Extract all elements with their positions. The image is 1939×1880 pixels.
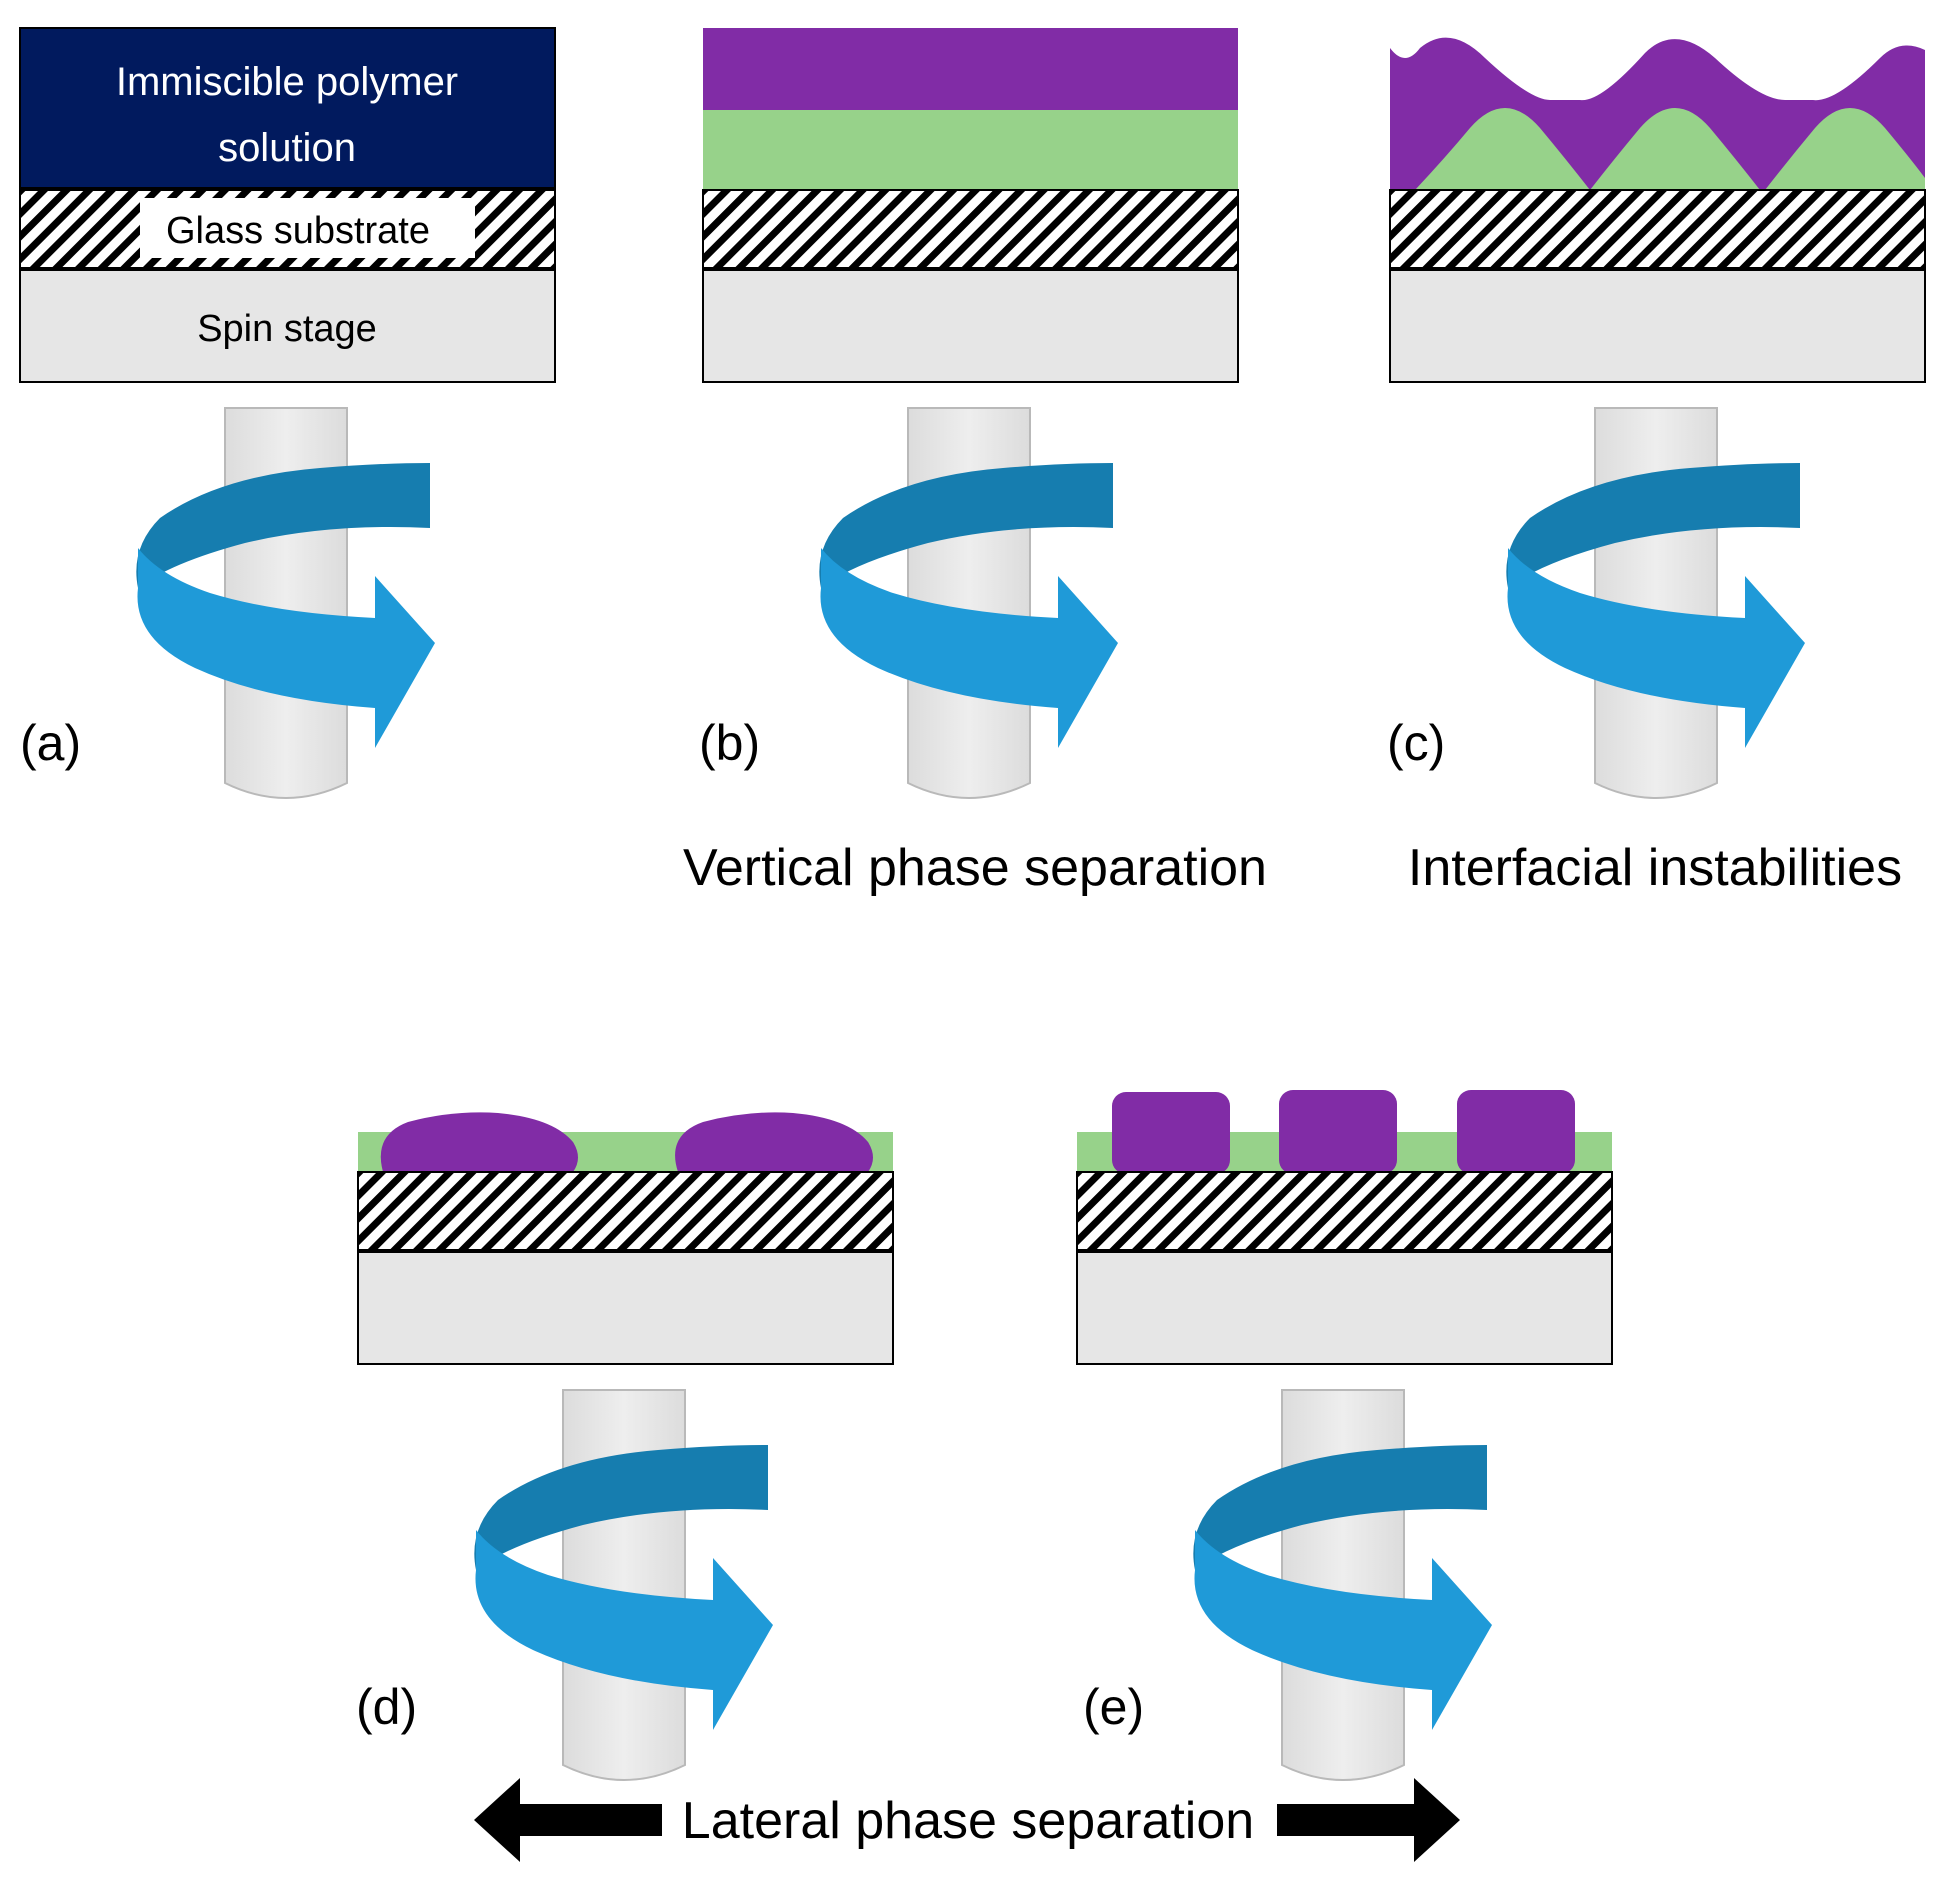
- left-arrow-icon: [474, 1778, 662, 1862]
- panel-letter-e: (e): [1083, 1679, 1144, 1735]
- substrate-label: Glass substrate: [166, 210, 430, 252]
- panel-letter-a: (a): [20, 715, 81, 771]
- purple-block-1: [1112, 1092, 1230, 1174]
- spin-stage: [1076, 1251, 1613, 1365]
- polymer-solution-layer: [19, 27, 556, 189]
- spin-stage: [357, 1251, 894, 1365]
- curved-rotation-arrow-icon: [1192, 1389, 1493, 1781]
- curved-rotation-arrow-icon: [135, 407, 436, 799]
- caption-interfacial-instabilities: Interfacial instabilities: [1408, 839, 1902, 897]
- spin-stage: [1389, 269, 1926, 383]
- panel-b: (b): [699, 28, 1239, 799]
- green-bump-3: [1765, 108, 1925, 190]
- spin-stage: [702, 269, 1239, 383]
- glass-substrate: [1076, 1171, 1613, 1251]
- green-bump-2: [1590, 108, 1760, 190]
- curved-rotation-arrow-icon: [473, 1389, 774, 1781]
- glass-substrate: [1389, 189, 1926, 269]
- green-bump-1: [1415, 108, 1590, 190]
- panel-c: (c): [1387, 37, 1926, 799]
- caption-vertical-phase-separation: Vertical phase separation: [683, 839, 1267, 897]
- stage-label: Spin stage: [197, 308, 377, 350]
- substrate-label-box: [140, 198, 475, 258]
- panel-letter-d: (d): [356, 1679, 417, 1735]
- right-arrow-icon: [1277, 1778, 1460, 1862]
- panel-a: Immiscible polymer solution Glass substr…: [19, 27, 556, 799]
- purple-polymer-layer: [703, 28, 1238, 110]
- panel-d: (d): [356, 1112, 894, 1781]
- purple-block-3: [1457, 1090, 1575, 1174]
- solution-label-line2: solution: [218, 126, 356, 170]
- purple-block-2: [1279, 1090, 1397, 1174]
- purple-droplet-1: [380, 1112, 578, 1172]
- curved-rotation-arrow-icon: [1505, 407, 1806, 799]
- solution-label-line1: Immiscible polymer: [116, 60, 458, 104]
- spin-stage: [19, 269, 556, 383]
- curved-rotation-arrow-icon: [818, 407, 1119, 799]
- green-polymer-layer: [703, 110, 1238, 190]
- panel-e: (e): [1076, 1090, 1613, 1781]
- purple-droplet-2: [675, 1112, 873, 1172]
- panel-letter-c: (c): [1387, 715, 1445, 771]
- glass-substrate: [702, 189, 1239, 269]
- caption-lateral-phase-separation: Lateral phase separation: [682, 1792, 1254, 1850]
- glass-substrate: [357, 1171, 894, 1251]
- panel-letter-b: (b): [699, 715, 760, 771]
